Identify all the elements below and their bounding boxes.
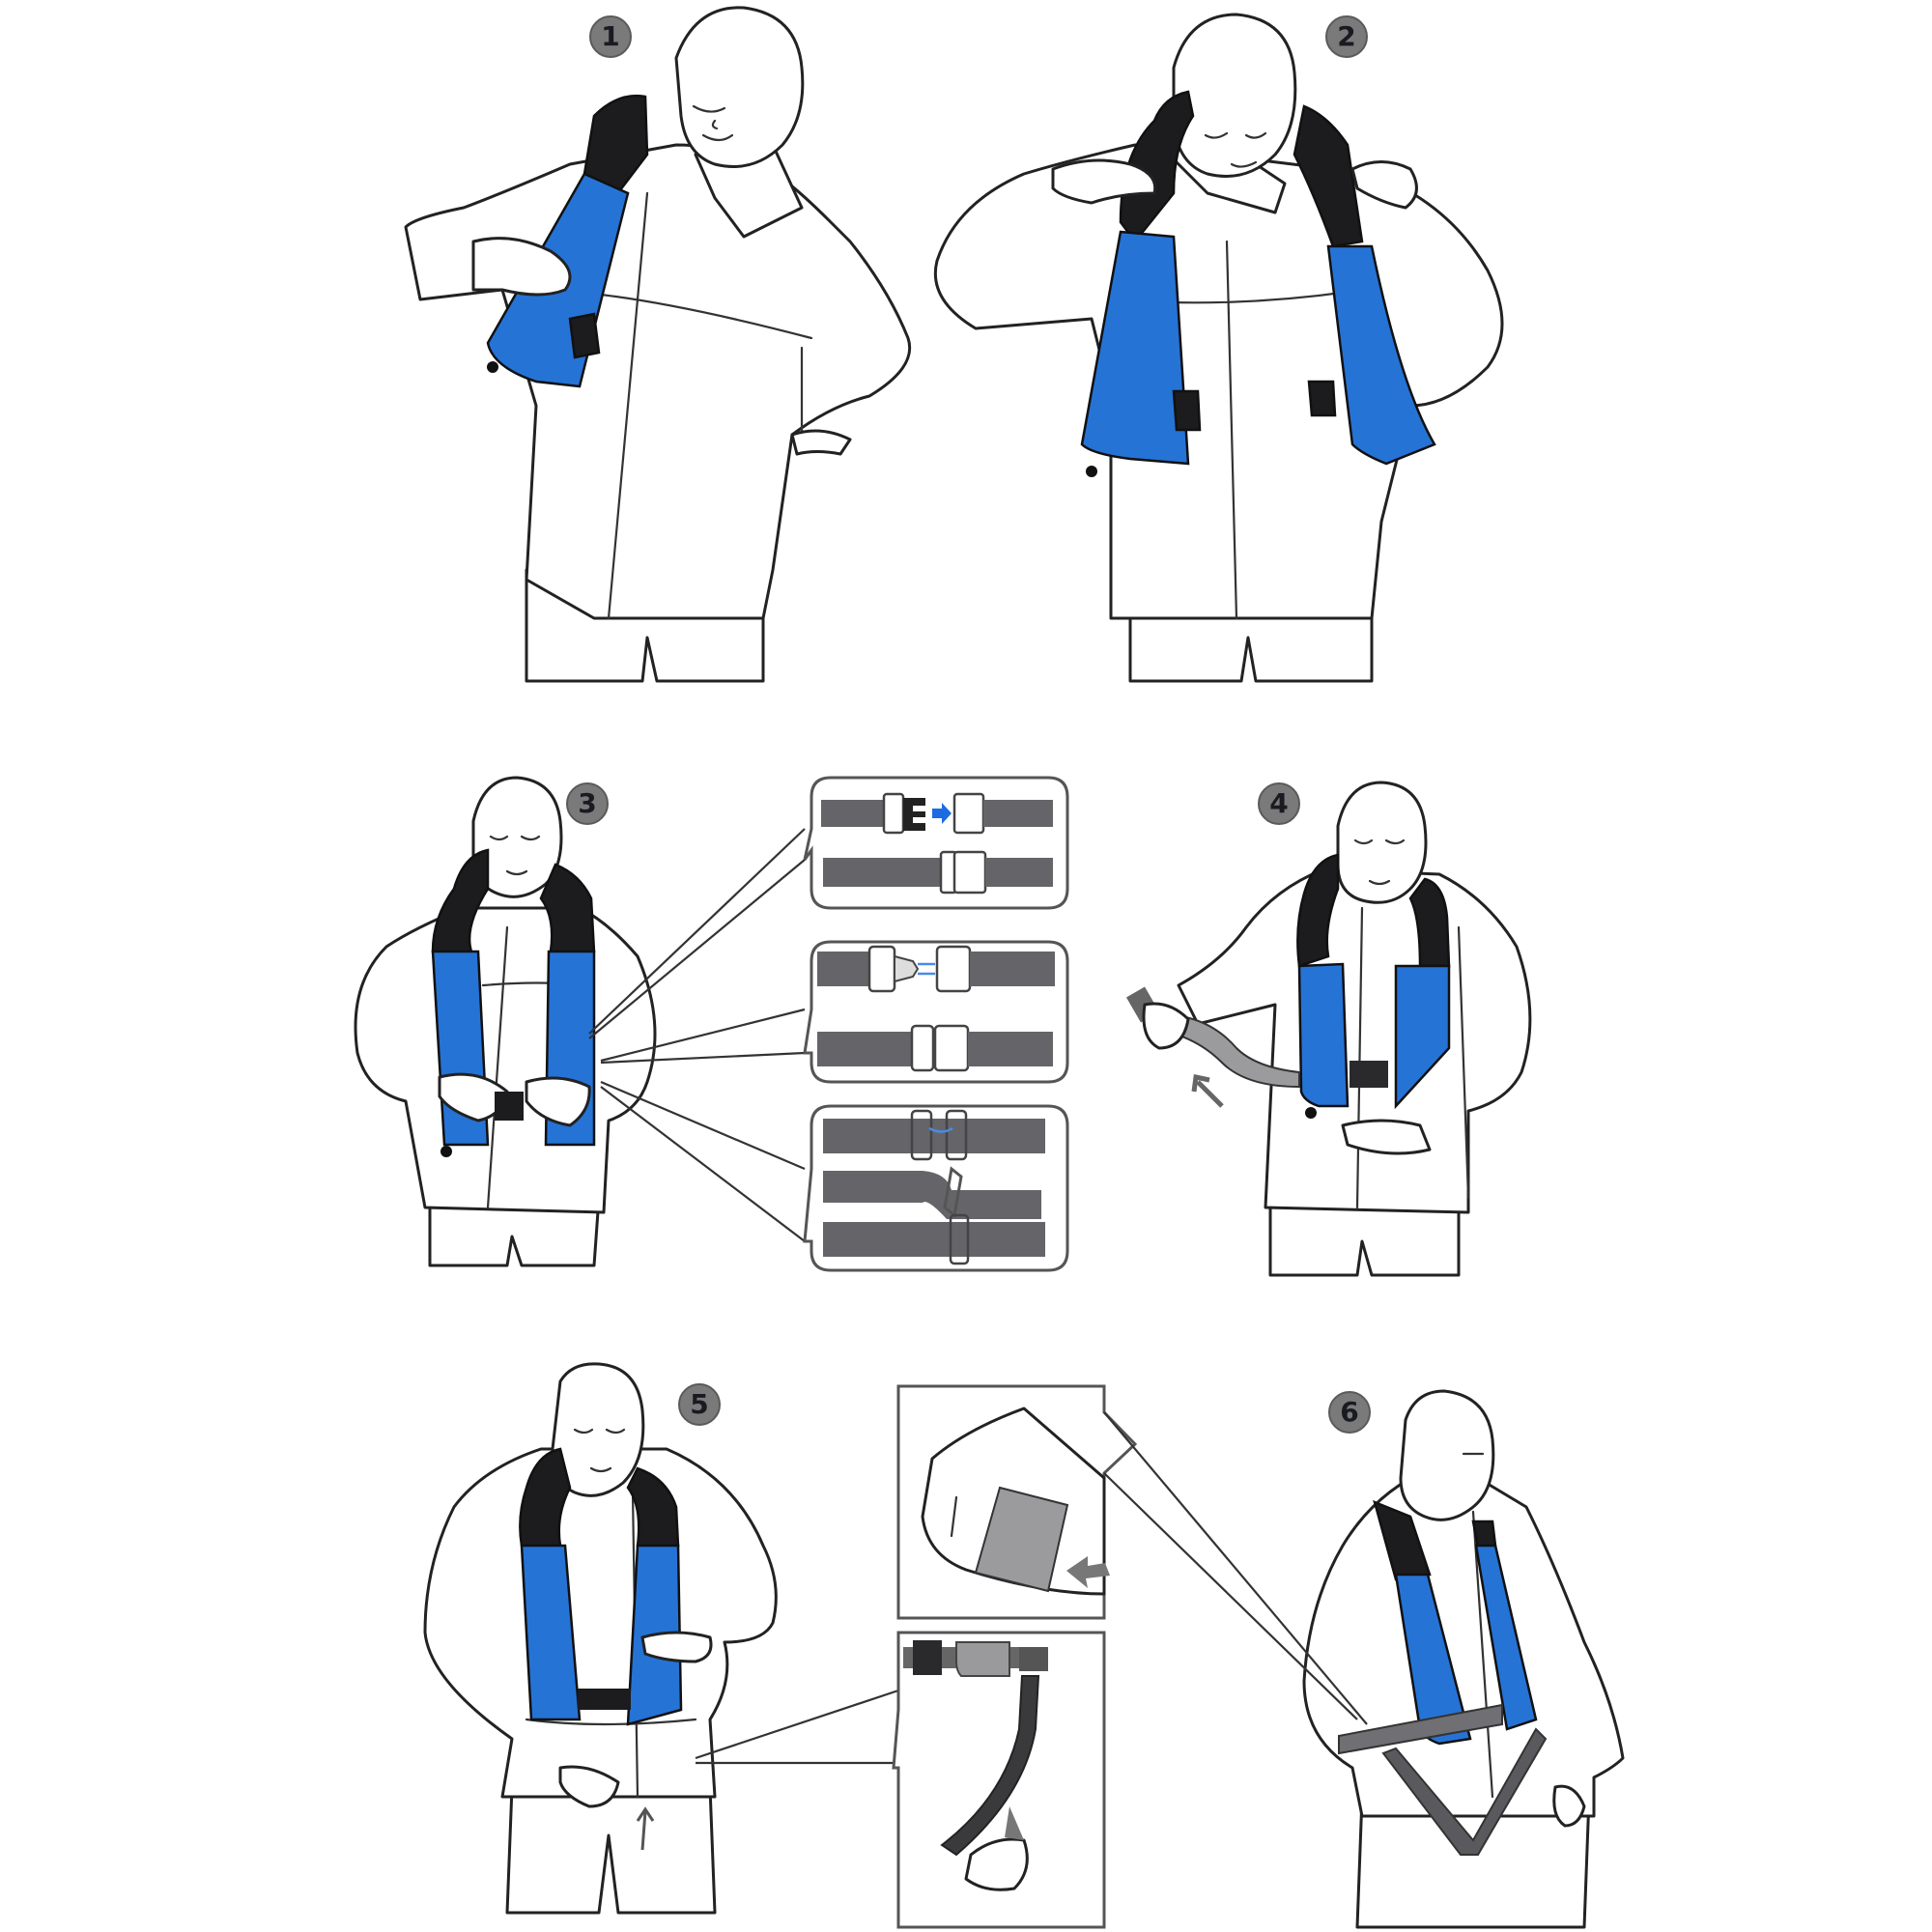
step-number: 6 [1340, 1396, 1359, 1428]
step-badge-5: 5 [678, 1383, 721, 1426]
step-badge-6: 6 [1328, 1391, 1371, 1434]
step-number: 5 [690, 1388, 709, 1420]
step-6-figure [1302, 1389, 1625, 1929]
step-badge-2: 2 [1325, 15, 1368, 58]
step-3-callouts [588, 828, 806, 1242]
step-6-callouts [1103, 1411, 1368, 1725]
step-number: 1 [601, 20, 620, 52]
step-number: 3 [578, 787, 597, 819]
step-5-figure [423, 1362, 778, 1915]
detail-panel-clip-connect [803, 940, 1069, 1084]
step-number: 2 [1337, 20, 1356, 52]
step-2-figure [933, 13, 1504, 683]
step-4-figure [1125, 781, 1532, 1277]
step-1-figure [404, 6, 912, 683]
step-5-callouts [695, 1689, 899, 1765]
step-badge-3: 3 [566, 782, 609, 825]
step-badge-4: 4 [1258, 782, 1300, 825]
step-3-figure [354, 776, 657, 1267]
detail-panel-slide-adjust [803, 1104, 1069, 1272]
detail-panel-velcro-pocket [896, 1384, 1138, 1620]
detail-panel-buckle-connect [803, 776, 1069, 910]
step-badge-1: 1 [589, 15, 632, 58]
step-number: 4 [1269, 787, 1289, 819]
detail-panel-pull-handle [892, 1631, 1106, 1929]
